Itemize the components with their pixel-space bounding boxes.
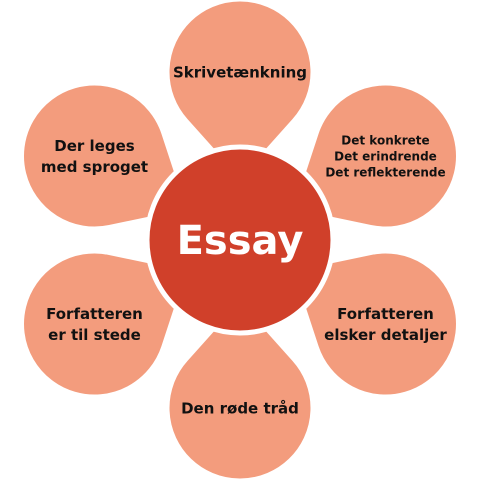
petal-top: Skrivetænkning [166, 0, 314, 183]
petal-label-line: er til stede [48, 326, 141, 344]
center-node: Essay [144, 144, 336, 336]
petal-label-line: Det reflekterende [325, 165, 445, 179]
petal-shape [290, 82, 459, 230]
center-circle [144, 144, 336, 336]
petal-lower-left: Forfatteren er til stede [21, 250, 190, 398]
petal-shape [166, 0, 314, 183]
petal-upper-left: Der leges med sproget [21, 82, 190, 230]
petal-label-line: Forfatteren [337, 305, 434, 323]
petal-label: Forfatteren elsker detaljer [324, 305, 447, 344]
center-label: Essay [177, 218, 304, 264]
petal-label-line: Skrivetænkning [173, 63, 307, 81]
petal-label-line: Det konkrete [341, 133, 429, 147]
petal-label-line: elsker detaljer [324, 326, 447, 344]
petal-label-line: Den røde tråd [181, 399, 299, 417]
petal-label: Den røde tråd [181, 399, 299, 417]
petal-shape [290, 250, 459, 398]
petal-label-line: Forfatteren [46, 305, 143, 323]
petal-label: Der leges med sproget [41, 137, 148, 176]
petal-label: Forfatteren er til stede [46, 305, 143, 344]
petal-shape [21, 250, 190, 398]
petal-label: Skrivetænkning [173, 63, 307, 81]
petal-label-line: med sproget [41, 158, 148, 176]
petal-label-line: Der leges [54, 137, 134, 155]
petal-lower-right: Forfatteren elsker detaljer [290, 250, 459, 398]
petal-shape [21, 82, 190, 230]
petal-label-line: Det erindrende [334, 149, 437, 163]
